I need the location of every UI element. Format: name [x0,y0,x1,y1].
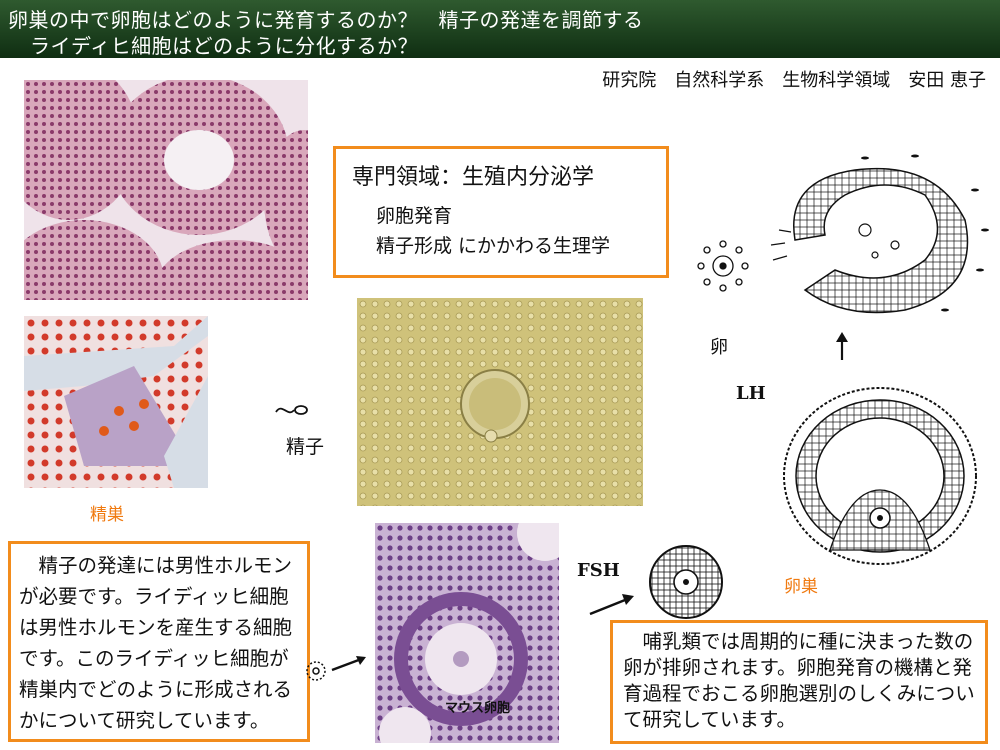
affiliation: 研究院 自然科学系 生物科学領域 安田 恵子 [602,70,986,91]
leydig-stain-photo [24,316,208,488]
sperm-label: 精子 [286,436,325,458]
leydig-description-box: 精子の発達には男性ホルモンが必要です。ライディッヒ細胞は男性ホルモンを産生する細… [8,541,310,742]
title-line-2: ライディヒ細胞はどのように分化するか？ [30,34,419,58]
leydig-description: 精子の発達には男性ホルモンが必要です。ライディッヒ細胞は男性ホルモンを産生する細… [19,554,293,732]
specialty-box: 専門領域：生殖内分泌学 卵胞発育 精子形成 にかかわる生理学 [333,146,669,278]
testis-label: 精巣 [90,505,124,525]
sperm-icon [275,405,308,415]
ovulation-arrow-icon [836,332,848,360]
lh-label: LH [736,383,766,404]
follicle-description-box: 哺乳類では周期的に種に決まった数の卵が排卵されます。卵胞発育の機構と発育過程でお… [610,620,988,744]
arrow-to-follicle-icon [331,656,366,672]
mature-follicle-drawing [783,387,977,565]
oocyte-photo [357,298,643,506]
specialty-heading: 専門領域：生殖内分泌学 [352,165,595,190]
ovulated-egg-drawing [697,240,749,292]
ovary-label: 卵巣 [784,577,818,597]
fsh-arrow-icon [589,594,634,616]
header-banner: 卵巣の中で卵胞はどのように発育するのか？ 精子の発達を調節する ライディヒ細胞は… [0,0,1000,58]
fsh-label: FSH [577,560,620,581]
ruptured-follicle-drawing [770,154,989,314]
secondary-follicle-drawing [649,545,723,619]
follicle-description: 哺乳類では周期的に種に決まった数の卵が排卵されます。卵胞発育の機構と発育過程でお… [623,630,975,731]
specialty-item-1: 卵胞発育 [376,205,453,227]
mouse-follicle-photo [375,523,559,743]
specialty-item-2: 精子形成 にかかわる生理学 [376,235,611,257]
small-follicle-icon [306,661,326,681]
testis-histology-photo [24,80,308,300]
mouse-follicle-label: マウス卵胞 [445,701,511,716]
egg-label: 卵 [710,337,728,358]
title-line-1: 卵巣の中で卵胞はどのように発育するのか？ 精子の発達を調節する [8,8,644,32]
